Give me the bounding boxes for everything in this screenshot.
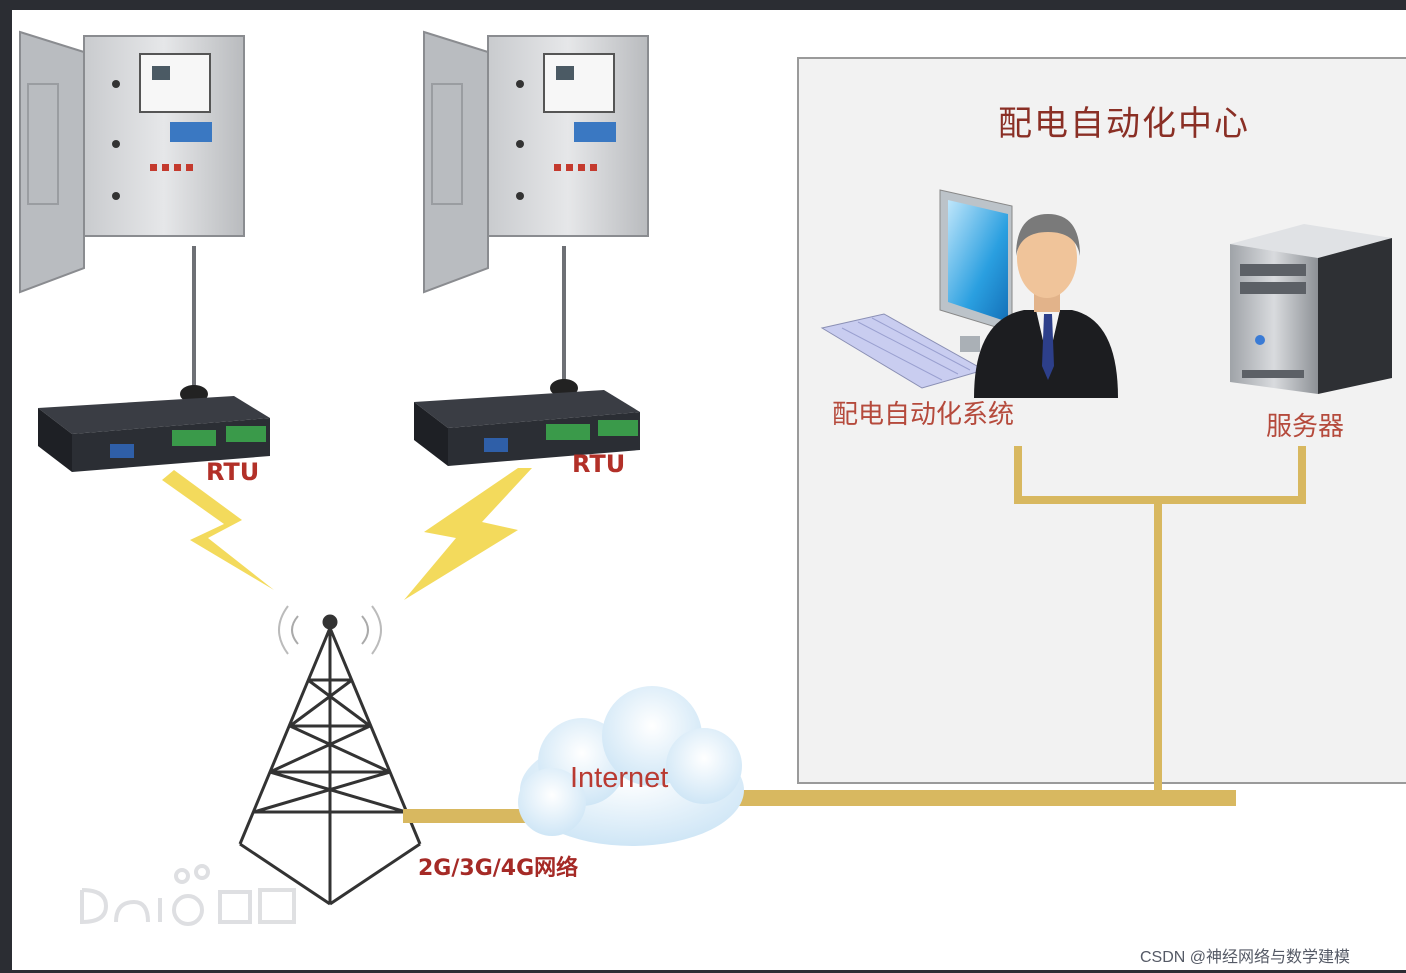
server-label: 服务器	[1266, 412, 1345, 442]
distribution-cabinet-2	[423, 30, 649, 294]
rtu-label-2: RTU	[572, 450, 626, 478]
rtu-device-1	[38, 246, 270, 472]
workstation-computer	[820, 189, 1013, 389]
network-label: 2G/3G/4G网络	[418, 856, 579, 881]
rtu-device-2	[414, 246, 640, 466]
wireless-link-bolt-2	[404, 468, 532, 600]
distribution-cabinet-1	[19, 30, 245, 294]
cell-tower	[238, 605, 422, 906]
automation-system-label: 配电自动化系统	[832, 400, 1015, 430]
diagram-canvas: 配电自动化中心 配电自动化系统 服务器 RTU RTU Internet 2G/…	[12, 10, 1406, 970]
operator-person	[974, 214, 1118, 398]
csdn-watermark: CSDN @神经网络与数学建模	[1140, 949, 1351, 966]
server-computer	[1230, 224, 1392, 394]
baidu-watermark-logo	[80, 864, 296, 926]
internet-label: Internet	[570, 762, 669, 794]
network-cables	[403, 446, 1306, 823]
distribution-center-title: 配电自动化中心	[998, 104, 1250, 144]
distribution-center-frame	[797, 57, 1406, 784]
rtu-label-1: RTU	[206, 458, 260, 486]
wireless-link-bolt-1	[162, 470, 274, 590]
diagram-graphics	[19, 30, 1406, 926]
internet-cloud	[518, 686, 744, 846]
